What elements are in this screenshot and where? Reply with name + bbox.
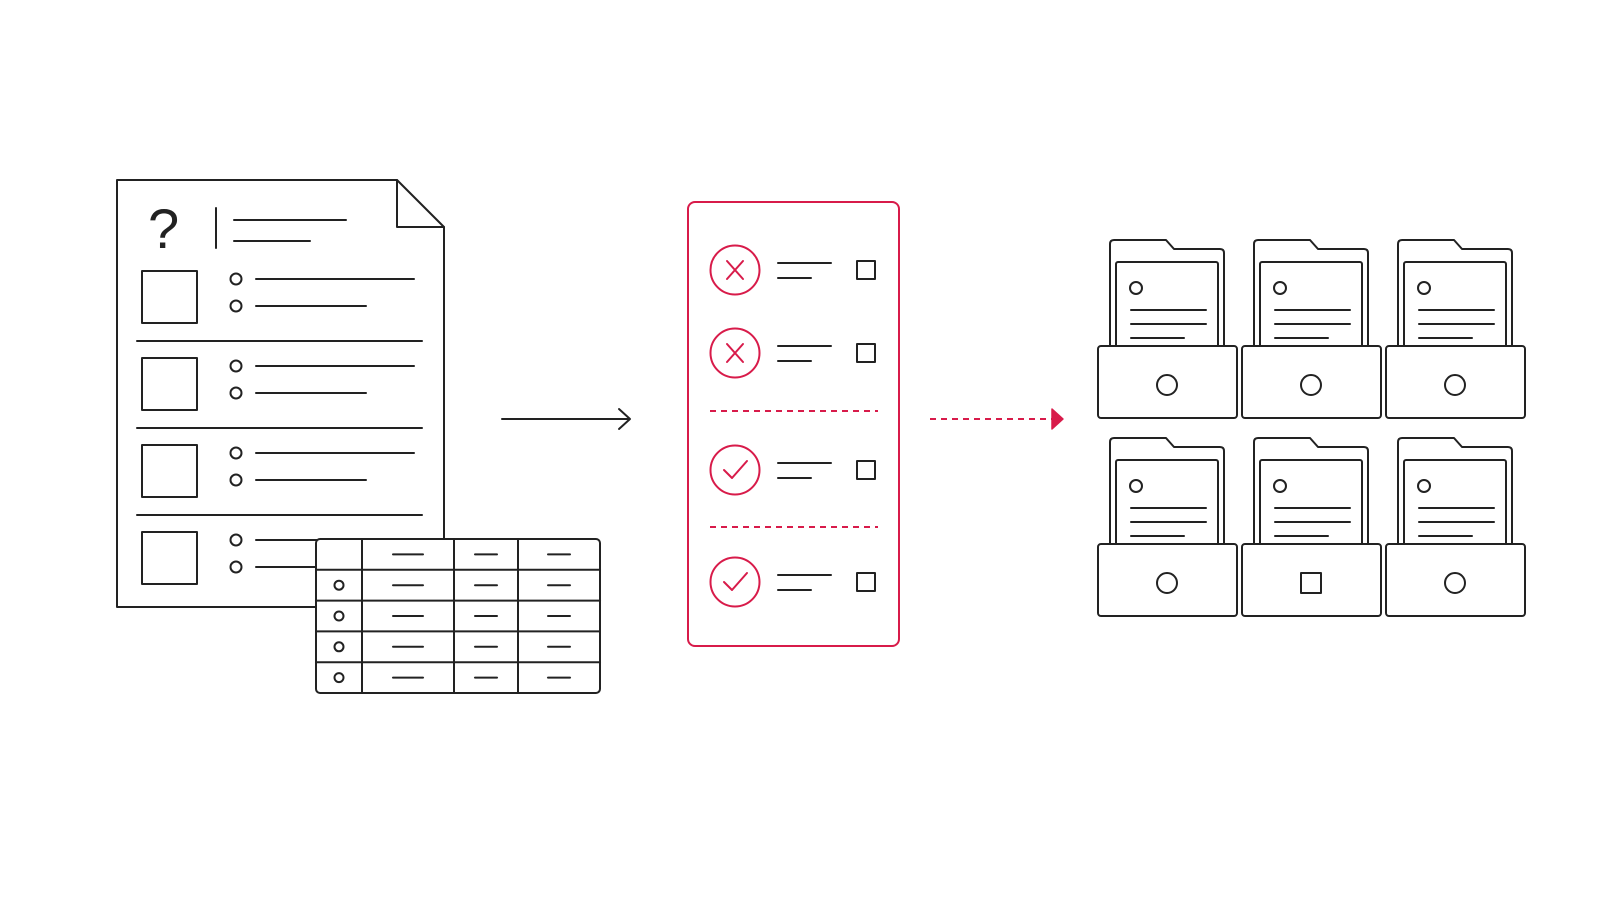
panel-frame [687, 201, 900, 647]
storage-drawer [1097, 437, 1238, 617]
question-row [141, 270, 415, 324]
image-placeholder-icon [141, 531, 198, 585]
checkbox-icon [856, 572, 876, 592]
storage-grid [1097, 239, 1526, 617]
check-icon [723, 460, 748, 479]
row-marker-icon [333, 641, 345, 653]
validation-item-rejected [709, 244, 876, 296]
radio-option-icon [229, 533, 243, 547]
drawer-front [1241, 543, 1382, 617]
circle-marker-icon [1156, 572, 1178, 594]
x-icon [726, 343, 744, 363]
storage-drawer [1241, 437, 1382, 617]
table-row [333, 579, 571, 591]
radio-option-icon [229, 473, 243, 487]
arrow-solid [501, 408, 631, 430]
checkbox-icon [856, 460, 876, 480]
drawer-front [1241, 345, 1382, 419]
storage-drawer [1385, 437, 1526, 617]
arrow-dashed [930, 408, 1064, 430]
storage-drawer [1385, 239, 1526, 419]
drawer-front [1097, 345, 1238, 419]
image-placeholder-icon [141, 357, 198, 411]
drawer-front [1385, 543, 1526, 617]
drawer-front [1385, 345, 1526, 419]
status-circle-icon [709, 444, 761, 496]
table-row [333, 610, 571, 622]
validation-item-accepted [709, 444, 876, 496]
status-circle-icon [709, 556, 761, 608]
arrowhead-icon [1051, 408, 1064, 430]
image-placeholder-icon [141, 444, 198, 498]
circle-marker-icon [1444, 572, 1466, 594]
table-frame [315, 538, 601, 694]
question-row [141, 357, 415, 411]
circle-marker-icon [1300, 374, 1322, 396]
validation-panel [687, 201, 900, 647]
storage-drawer [1241, 239, 1382, 419]
checkbox-icon [856, 343, 876, 363]
question-row [141, 444, 415, 498]
radio-option-icon [229, 359, 243, 373]
drawer-front [1097, 543, 1238, 617]
spreadsheet-table [315, 538, 601, 694]
table-row [333, 672, 571, 684]
row-marker-icon [333, 672, 345, 684]
status-circle-icon [709, 327, 761, 379]
circle-marker-icon [1444, 374, 1466, 396]
row-marker-icon [333, 610, 345, 622]
x-icon [726, 260, 744, 280]
validation-item-accepted [709, 556, 876, 608]
table-row [333, 641, 571, 653]
storage-drawer [1097, 239, 1238, 419]
square-marker-icon [1300, 572, 1322, 594]
question-mark-icon: ? [148, 197, 179, 260]
status-circle-icon [709, 244, 761, 296]
radio-option-icon [229, 386, 243, 400]
radio-option-icon [229, 272, 243, 286]
circle-marker-icon [1156, 374, 1178, 396]
row-marker-icon [333, 579, 345, 591]
question-rows [136, 270, 423, 585]
radio-option-icon [229, 299, 243, 313]
radio-option-icon [229, 446, 243, 460]
checkbox-icon [856, 260, 876, 280]
radio-option-icon [229, 560, 243, 574]
image-placeholder-icon [141, 270, 198, 324]
validation-item-rejected [709, 327, 876, 379]
check-icon [723, 572, 748, 591]
source-document: ? [116, 179, 445, 608]
